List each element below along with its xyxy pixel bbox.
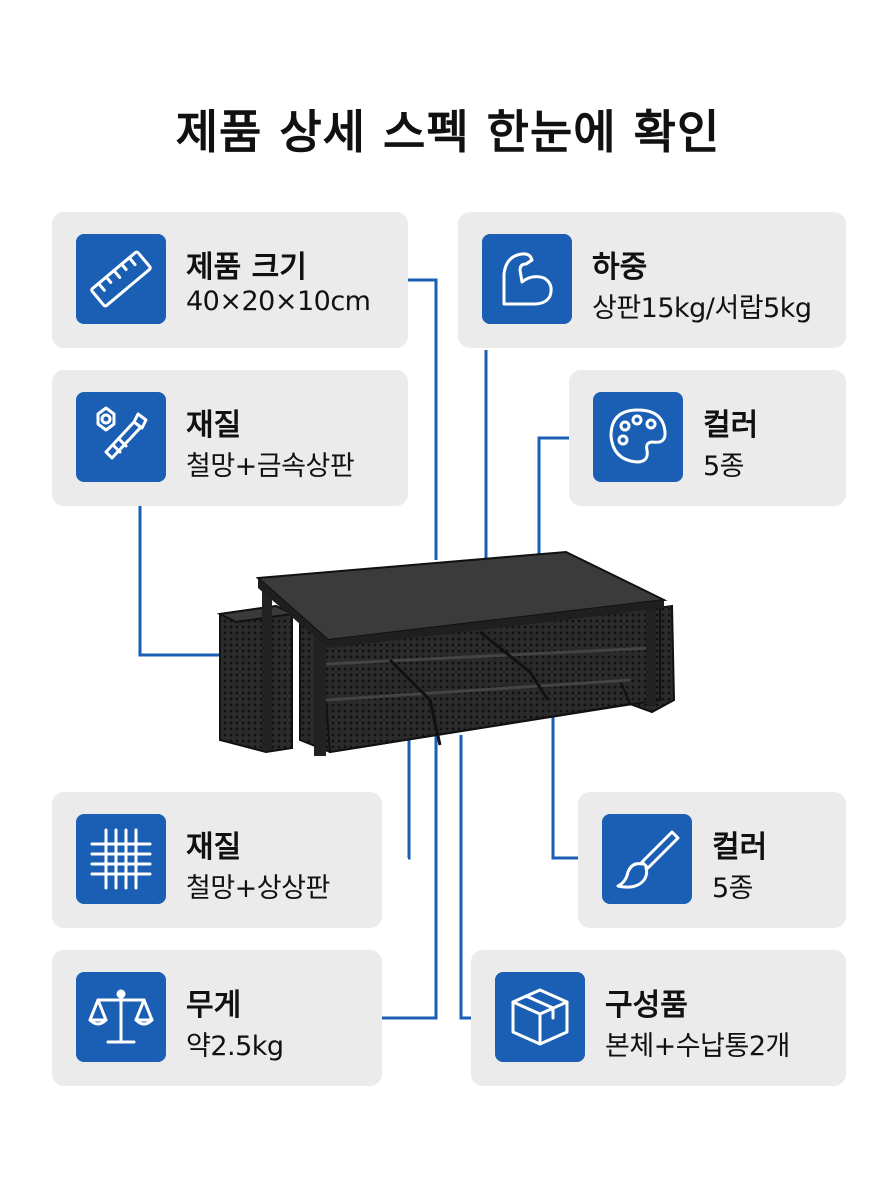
- spec-label: 무게: [186, 988, 242, 1023]
- ruler-icon: [76, 234, 166, 324]
- mesh-grid-icon: [76, 814, 166, 904]
- muscle-arm-icon: [482, 234, 572, 324]
- box-icon: [495, 972, 585, 1062]
- spec-label: 컬러: [703, 408, 759, 443]
- spec-card-weight: 무게 약2.5kg: [52, 950, 382, 1086]
- paintbrush-icon: [602, 814, 692, 904]
- scale-icon: [76, 972, 166, 1062]
- spec-value: 철망+상상판: [186, 873, 330, 904]
- spec-card-color-bottom: 컬러 5종: [578, 792, 846, 928]
- spec-value: 40×20×10cm: [186, 286, 371, 317]
- spec-value: 상판15kg/서랍5kg: [592, 293, 812, 324]
- spec-card-size: 제품 크기 40×20×10cm: [52, 212, 408, 348]
- spec-value: 5종: [712, 873, 754, 904]
- spec-value: 본체+수납통2개: [605, 1031, 790, 1062]
- spec-value: 약2.5kg: [186, 1031, 284, 1062]
- spec-card-material-top: 재질 철망+금속상판: [52, 370, 408, 506]
- spec-label: 재질: [186, 408, 242, 443]
- spec-card-color-top: 컬러 5종: [569, 370, 846, 506]
- palette-icon: [593, 392, 683, 482]
- bolt-nut-icon: [76, 392, 166, 482]
- spec-label: 제품 크기: [186, 250, 307, 285]
- spec-label: 재질: [186, 830, 242, 865]
- spec-value: 철망+금속상판: [186, 451, 355, 482]
- spec-label: 구성품: [605, 988, 688, 1023]
- page-title: 제품 상세 스펙 한눈에 확인: [175, 105, 721, 159]
- spec-label: 컬러: [712, 830, 768, 865]
- spec-card-material-bottom: 재질 철망+상상판: [52, 792, 382, 928]
- spec-card-load: 하중 상판15kg/서랍5kg: [458, 212, 846, 348]
- spec-card-components: 구성품 본체+수납통2개: [471, 950, 846, 1086]
- spec-value: 5종: [703, 451, 745, 482]
- spec-label: 하중: [592, 250, 648, 285]
